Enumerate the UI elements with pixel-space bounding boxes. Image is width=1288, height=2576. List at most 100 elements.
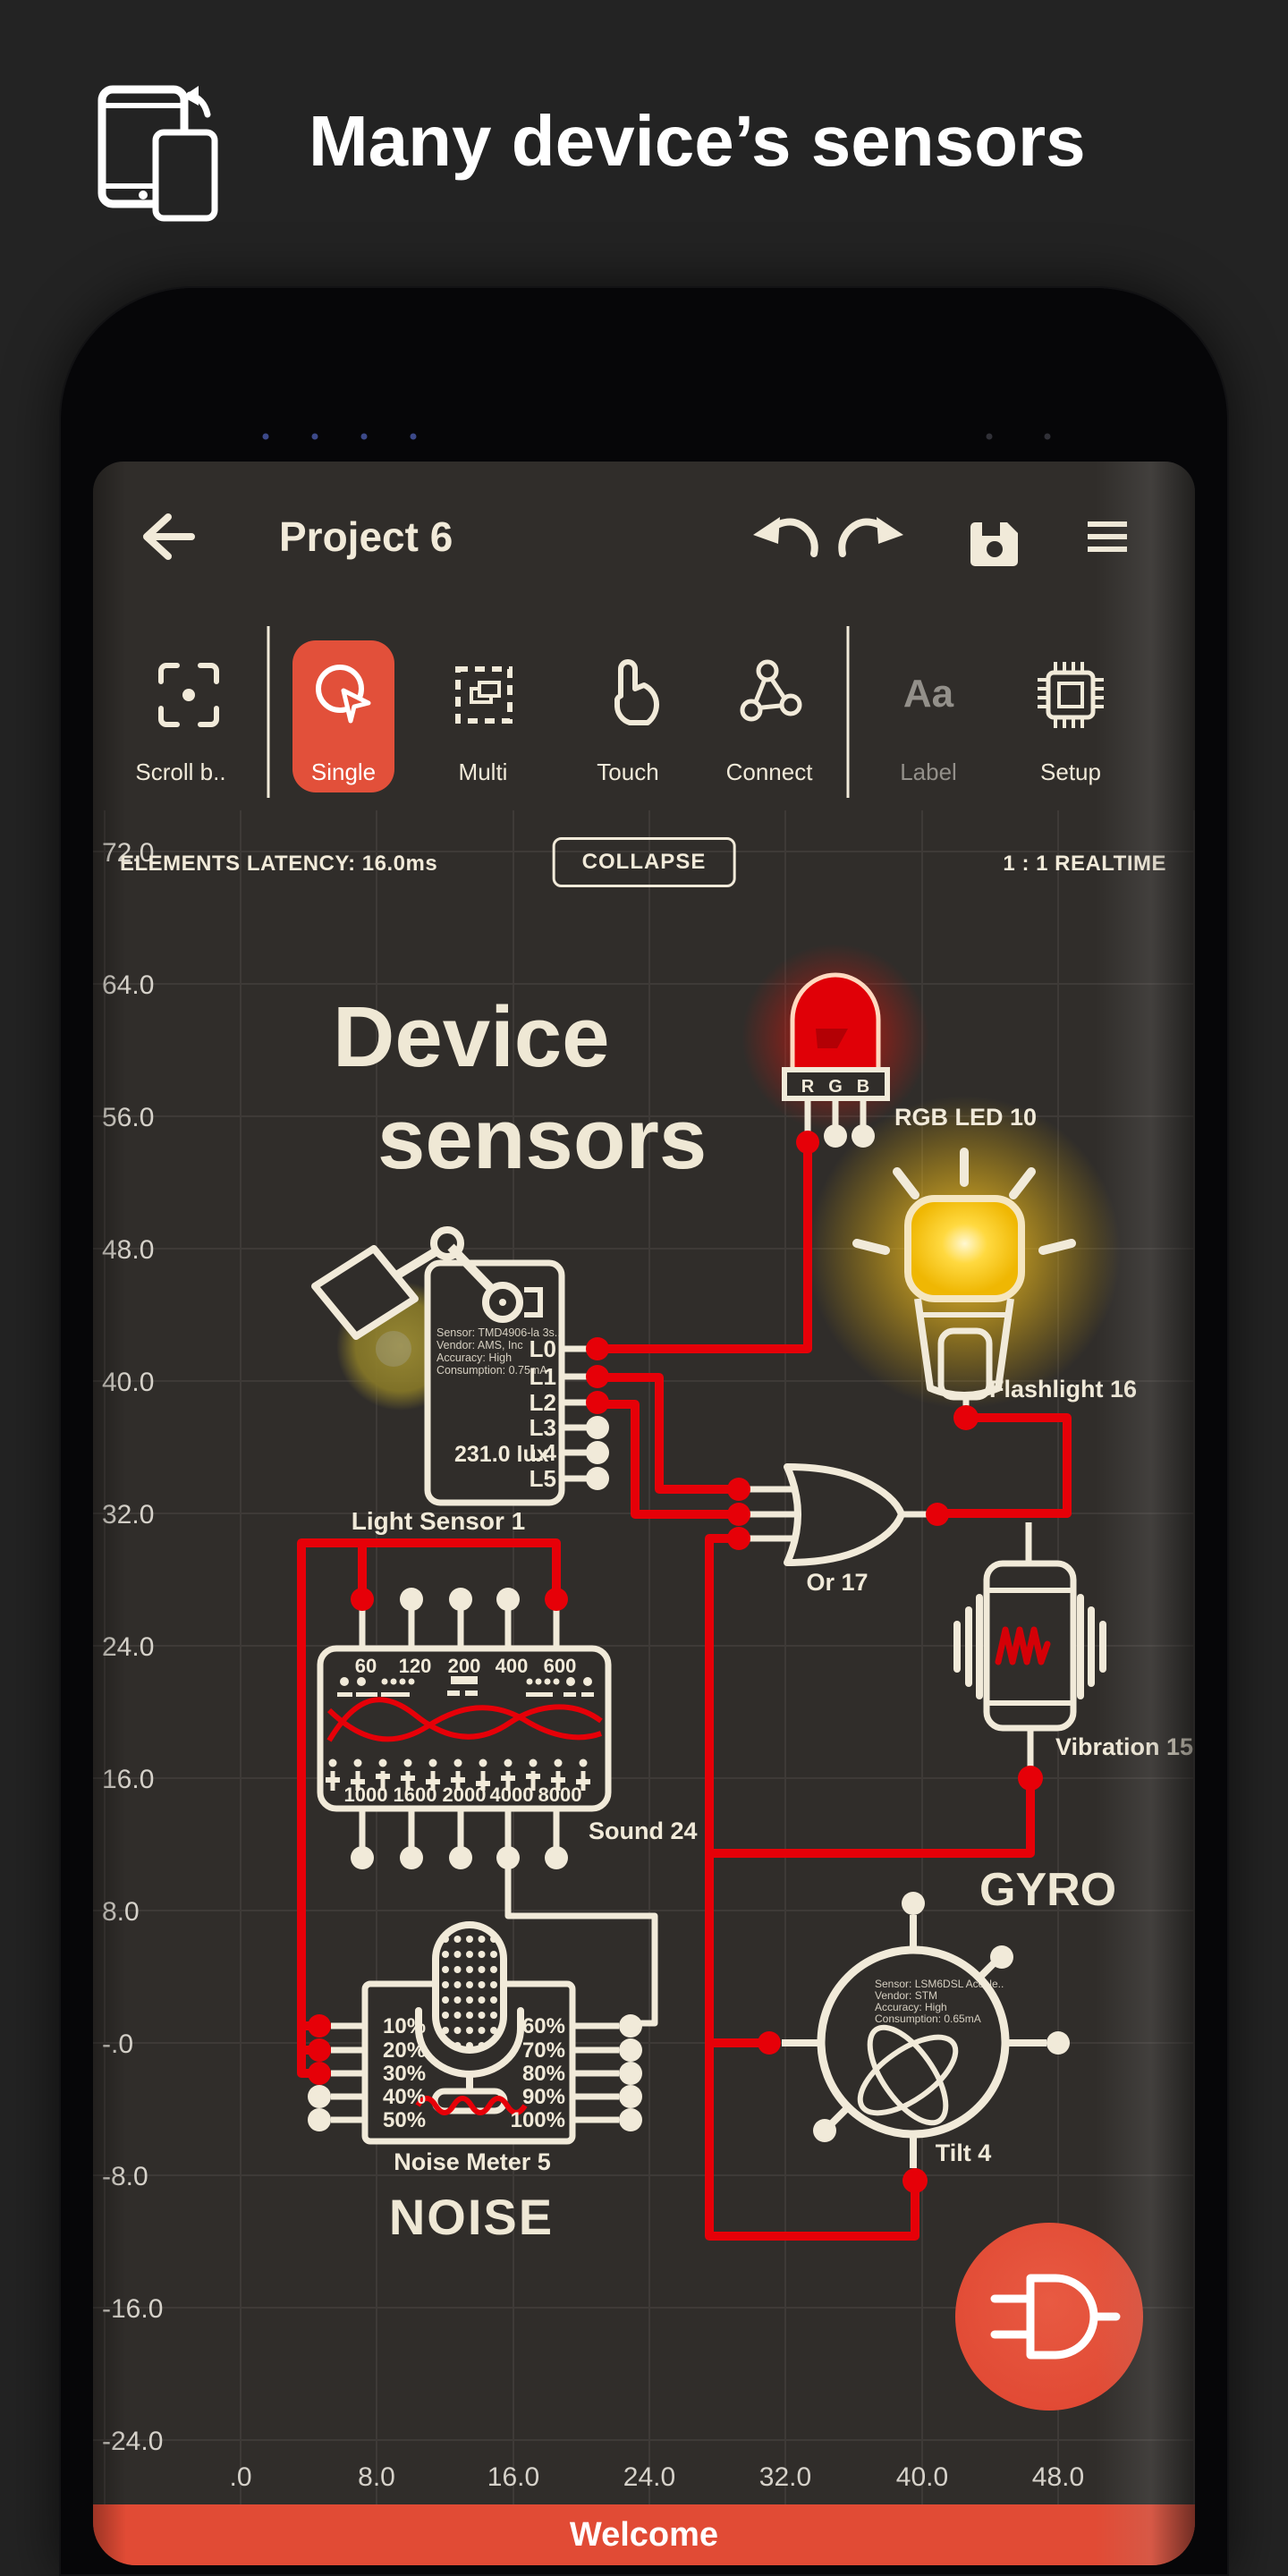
terminal-dot[interactable] — [449, 1846, 472, 1869]
canvas-headline-1: Device — [333, 989, 610, 1085]
terminal-dot[interactable] — [619, 2108, 642, 2131]
y-axis-tick: 56.0 — [102, 1103, 154, 1132]
led-pin-letter: B — [857, 1077, 869, 1097]
terminal-dot[interactable] — [619, 2085, 642, 2108]
collapse-button[interactable]: COLLAPSE — [552, 837, 736, 887]
app-screen: Project 6 — [93, 462, 1195, 2565]
terminal-dot[interactable] — [990, 1945, 1013, 1969]
component-vibration[interactable]: Vibration 15 — [953, 1522, 1193, 1791]
terminal-dot[interactable] — [953, 1405, 979, 1430]
tool-single[interactable]: Single — [292, 640, 394, 792]
x-axis-tick: 48.0 — [1032, 2462, 1084, 2492]
terminal-dot[interactable] — [586, 1416, 609, 1439]
tool-multi[interactable]: Multi — [455, 666, 513, 785]
terminal-dot[interactable] — [727, 1527, 750, 1550]
terminal-dot[interactable] — [496, 1846, 520, 1869]
terminal-dot[interactable] — [545, 1588, 568, 1611]
terminal-dot[interactable] — [902, 2168, 928, 2193]
terminal-dot[interactable] — [400, 1588, 423, 1611]
terminal-dot[interactable] — [308, 2062, 331, 2085]
terminal-dot[interactable] — [619, 2062, 642, 2085]
noise-big-label: NOISE — [389, 2189, 554, 2245]
terminal-dot[interactable] — [926, 1503, 949, 1526]
terminal-dot[interactable] — [308, 2085, 331, 2108]
pin-label: 80% — [522, 2062, 565, 2086]
pin-label: 20% — [383, 2038, 426, 2063]
terminal-dot[interactable] — [619, 2014, 642, 2038]
x-axis-tick: 32.0 — [759, 2462, 811, 2492]
pin-label: 30% — [383, 2062, 426, 2086]
component-tilt[interactable]: Sensor: LSM6DSL Accele..Vendor: STMAccur… — [758, 1864, 1116, 2193]
terminal-dot[interactable] — [496, 1588, 520, 1611]
terminal-dot[interactable] — [351, 1588, 374, 1611]
component-label: Or 17 — [806, 1569, 868, 1596]
terminal-dot[interactable] — [400, 1846, 423, 1869]
terminal-dot[interactable] — [586, 1391, 609, 1414]
info-line: Sensor: LSM6DSL Accele.. — [875, 1978, 1004, 1990]
gyro-big-label: GYRO — [979, 1864, 1116, 1916]
terminal-dot[interactable] — [586, 1467, 609, 1490]
terminal-dot[interactable] — [1018, 1766, 1043, 1791]
welcome-label: Welcome — [569, 2515, 719, 2554]
terminal-dot[interactable] — [902, 1892, 925, 1915]
terminal-dot[interactable] — [351, 1846, 374, 1869]
tool-touch[interactable]: Touch — [597, 659, 660, 785]
pin-label: 60% — [522, 2014, 565, 2038]
pin-label: 50% — [383, 2108, 426, 2132]
tool-label: Multi — [459, 758, 508, 785]
terminal-dot[interactable] — [619, 2038, 642, 2062]
redo-button[interactable] — [838, 517, 903, 557]
terminal-dot[interactable] — [308, 2014, 331, 2038]
terminal-dot[interactable] — [727, 1478, 750, 1501]
welcome-snackbar[interactable]: Welcome — [93, 2504, 1195, 2565]
tool-connect[interactable]: Connect — [726, 659, 814, 785]
freq-label: 200 — [448, 1655, 481, 1677]
x-axis-tick: 8.0 — [358, 2462, 395, 2492]
pin-label: L4 — [530, 1439, 557, 1466]
latency-bar: ELEMENTS LATENCY: 16.0ms COLLAPSE 1 : 1 … — [93, 837, 1195, 889]
led-pin-letter: R — [801, 1077, 815, 1097]
terminal-dot[interactable] — [586, 1365, 609, 1388]
terminal-dot[interactable] — [796, 1131, 819, 1154]
tool-setup[interactable]: Setup — [1038, 662, 1104, 785]
pin-label: L3 — [530, 1414, 556, 1441]
component-or-gate[interactable]: Or 17 — [727, 1463, 949, 1596]
save-button[interactable] — [970, 522, 1018, 566]
menu-button[interactable] — [1088, 521, 1127, 552]
terminal-dot[interactable] — [308, 2038, 331, 2062]
component-label: Vibration 15 — [1055, 1733, 1193, 1760]
x-axis-tick: 16.0 — [487, 2462, 539, 2492]
terminal-dot[interactable] — [586, 1441, 609, 1464]
tool-scroll-bounds[interactable]: Scroll b.. — [135, 663, 226, 785]
undo-button[interactable] — [753, 517, 818, 557]
component-noise-meter[interactable]: 10%20%30%40%50%60%70%80%90%100% Noise Me… — [308, 1921, 642, 2245]
freq-label: 600 — [544, 1655, 577, 1677]
y-axis-tick: -16.0 — [102, 2294, 163, 2324]
y-axis-tick: 32.0 — [102, 1500, 154, 1530]
add-element-fab[interactable] — [955, 2223, 1143, 2411]
x-axis-tick: .0 — [229, 2462, 251, 2492]
freq-label: 400 — [496, 1655, 529, 1677]
pin-label: 70% — [522, 2038, 565, 2063]
back-button[interactable] — [143, 513, 195, 560]
info-line: Accuracy: High — [436, 1352, 512, 1364]
tool-label-tool[interactable]: Aa Label — [900, 672, 957, 785]
y-axis-tick: 40.0 — [102, 1368, 154, 1397]
terminal-dot[interactable] — [545, 1846, 568, 1869]
y-axis-tick: 24.0 — [102, 1632, 154, 1662]
terminal-dot[interactable] — [1046, 2031, 1070, 2055]
pin-label: 10% — [383, 2014, 426, 2038]
terminal-dot[interactable] — [308, 2108, 331, 2131]
terminal-dot[interactable] — [852, 1124, 875, 1148]
y-axis-tick: -8.0 — [102, 2162, 148, 2191]
terminal-dot[interactable] — [449, 1588, 472, 1611]
terminal-dot[interactable] — [586, 1337, 609, 1360]
terminal-dot[interactable] — [813, 2119, 836, 2142]
terminal-dot[interactable] — [758, 2031, 781, 2055]
phone-frame: Project 6 — [59, 286, 1229, 2576]
tool-label: Label — [900, 758, 957, 785]
terminal-dot[interactable] — [824, 1124, 847, 1148]
terminal-dot[interactable] — [727, 1503, 750, 1526]
poster-title: Many device’s sensors — [309, 101, 1086, 181]
